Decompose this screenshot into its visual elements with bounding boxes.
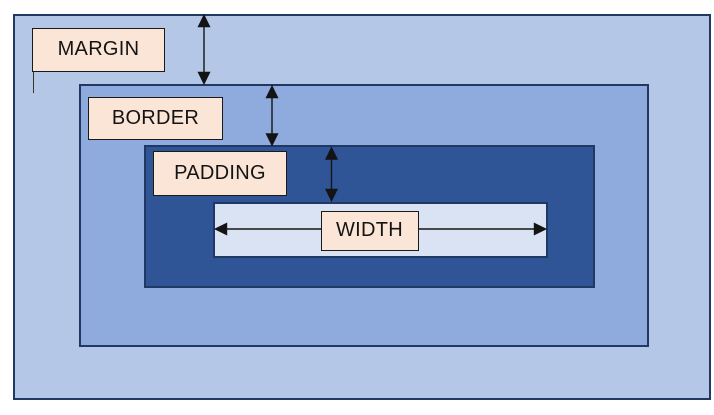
margin-label: MARGIN — [57, 38, 140, 60]
width-label: WIDTH — [335, 219, 404, 242]
width-label-box: WIDTH — [320, 211, 419, 251]
border-label: BORDER — [111, 107, 200, 129]
border-label-box: BORDER — [88, 97, 223, 140]
padding-label: PADDING — [174, 161, 266, 184]
stray-callout-line — [32, 60, 35, 93]
padding-label-box: PADDING — [153, 151, 287, 196]
margin-label-box: MARGIN — [32, 27, 165, 72]
